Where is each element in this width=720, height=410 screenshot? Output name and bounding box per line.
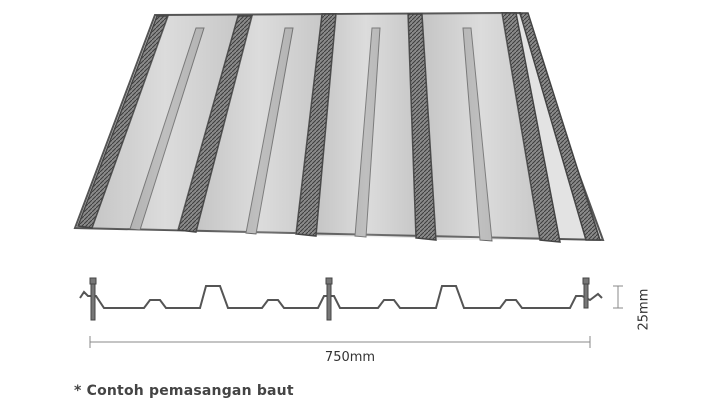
width-label: 750mm (324, 350, 376, 365)
profile-line (79, 285, 603, 309)
height-dimension-line (613, 285, 623, 309)
height-label: 25mm (636, 288, 652, 331)
bolt-installation-note: * Contoh pemasangan baut (74, 383, 294, 399)
bolt-icon-left (89, 277, 97, 321)
bolt-icon-right (582, 277, 590, 309)
profile-cross-section (79, 277, 623, 348)
roof-sheet-illustration (73, 11, 605, 243)
bolt-icon-center (325, 277, 333, 321)
width-dimension-line (89, 336, 591, 348)
